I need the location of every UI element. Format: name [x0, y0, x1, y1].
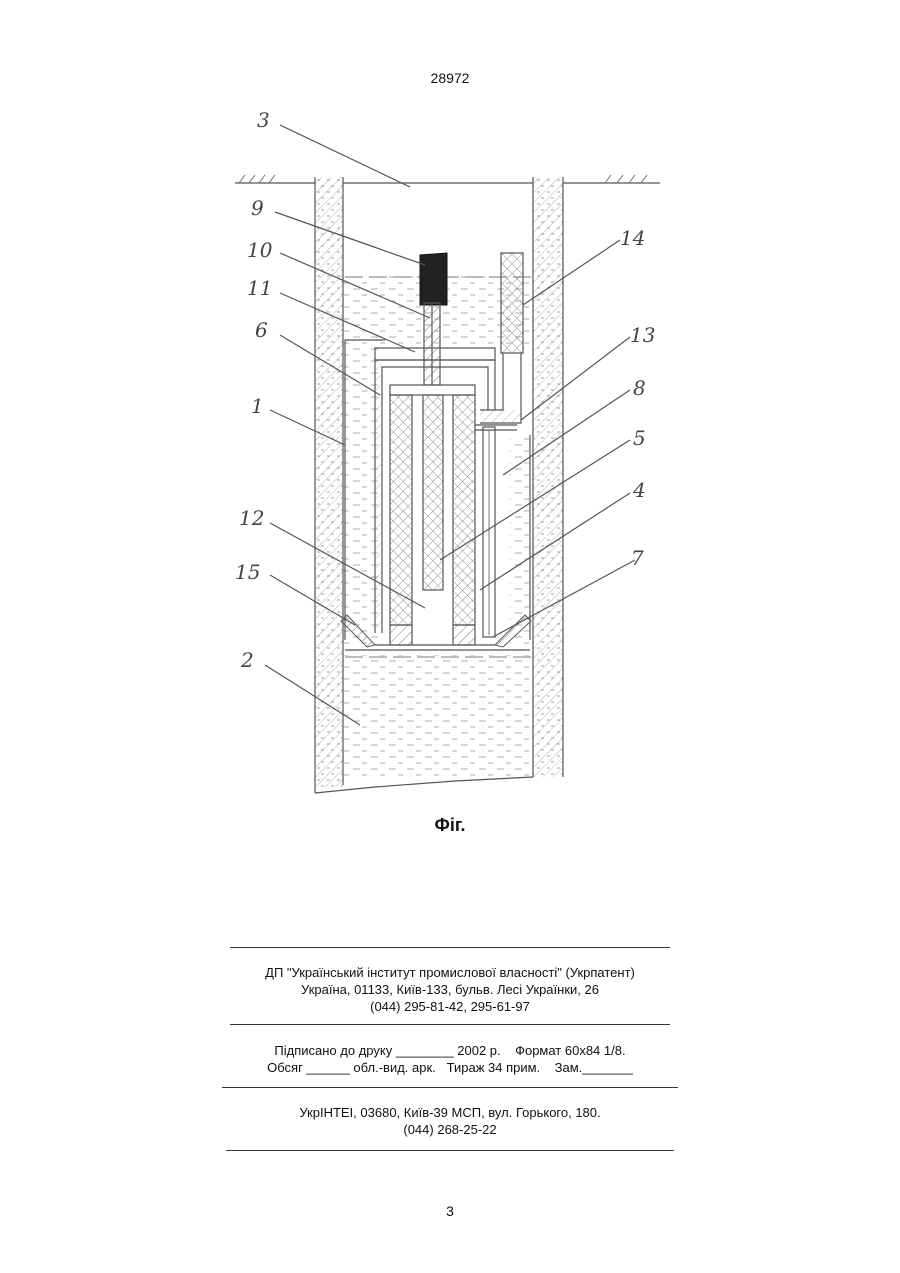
- label-15: 15: [235, 560, 260, 584]
- page-number: 3: [0, 1203, 900, 1219]
- printer-address: УкрІНТЕІ, 03680, Київ-39 МСП, вул. Горьк…: [0, 1104, 900, 1121]
- label-4: 4: [632, 478, 646, 502]
- well-wall-right: [533, 177, 563, 777]
- publisher-address: Україна, 01133, Київ-133, бульв. Лесі Ук…: [0, 981, 900, 998]
- printer-phone: (044) 268-25-22: [0, 1121, 900, 1138]
- divider: [226, 1150, 674, 1151]
- label-14: 14: [620, 226, 645, 250]
- label-3: 3: [257, 108, 270, 132]
- patent-figure: 3 9 10 11 6 1 12 15 2 14 13 8 5 4 7: [225, 105, 675, 805]
- label-5: 5: [633, 426, 646, 450]
- label-8: 8: [633, 376, 646, 400]
- label-6: 6: [255, 318, 268, 342]
- label-1: 1: [251, 394, 264, 418]
- document-number: 28972: [0, 70, 900, 86]
- publisher-name: ДП "Український інститут промислової вла…: [0, 964, 900, 981]
- ground-surface: [235, 175, 660, 183]
- divider: [230, 947, 670, 948]
- divider: [222, 1087, 678, 1088]
- print-info-block: Підписано до друку ________ 2002 р. Форм…: [0, 1042, 900, 1076]
- divider: [230, 1024, 670, 1025]
- printer-block: УкрІНТЕІ, 03680, Київ-39 МСП, вул. Горьк…: [0, 1104, 900, 1138]
- label-9: 9: [251, 196, 264, 220]
- label-2: 2: [240, 648, 254, 672]
- label-11: 11: [247, 276, 272, 300]
- print-volume-line: Обсяг ______ обл.-вид. арк. Тираж 34 при…: [0, 1059, 900, 1076]
- label-7: 7: [631, 546, 644, 570]
- central-electrode: [423, 395, 443, 590]
- print-signed-line: Підписано до друку ________ 2002 р. Форм…: [0, 1042, 900, 1059]
- label-10: 10: [247, 238, 273, 262]
- publisher-phone: (044) 295-81-42, 295-61-97: [0, 998, 900, 1015]
- figure-caption: Фіг.: [0, 815, 900, 836]
- publisher-block: ДП "Український інститут промислової вла…: [0, 964, 900, 1015]
- label-12: 12: [239, 506, 264, 530]
- label-13: 13: [630, 323, 655, 347]
